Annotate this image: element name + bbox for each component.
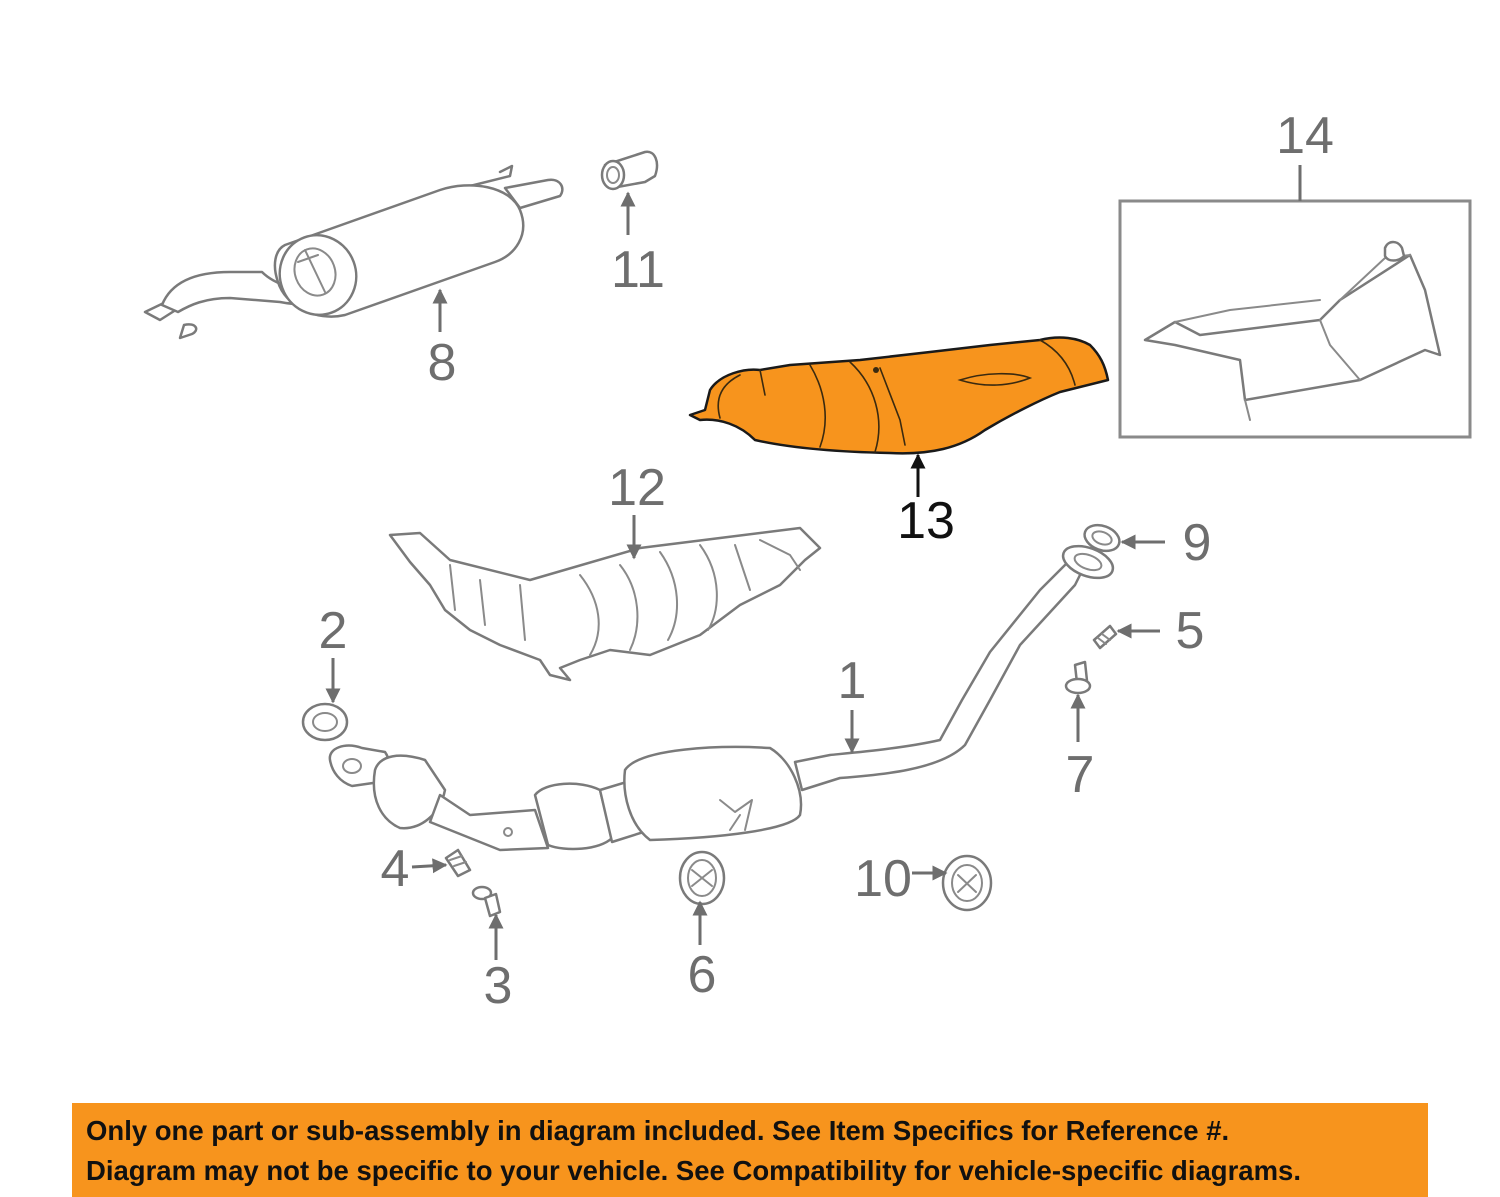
- callout-5: 5: [1176, 602, 1205, 660]
- callout-12: 12: [608, 459, 666, 517]
- sleeve-part-11: [600, 150, 659, 191]
- callout-2: 2: [319, 602, 348, 660]
- callout-6: 6: [688, 946, 717, 1004]
- leader-4: [411, 858, 448, 874]
- callout-14: 14: [1276, 107, 1334, 165]
- manifold-heat-shield-part-12: [388, 526, 822, 682]
- heat-shield-assembly-part-14: [1118, 199, 1472, 439]
- disclaimer-line-2: Diagram may not be specific to your vehi…: [86, 1155, 1301, 1186]
- hanger-part-6: [678, 850, 726, 906]
- gasket-part-2: [301, 702, 349, 742]
- bolt-part-3: [471, 885, 502, 918]
- stud-part-4: [444, 848, 472, 878]
- callout-10: 10: [854, 850, 912, 908]
- callout-1: 1: [838, 652, 867, 710]
- front-pipe-part-1: [328, 544, 1115, 852]
- callout-11: 11: [611, 241, 665, 299]
- callout-8: 8: [428, 334, 457, 392]
- hanger-part-10: [941, 854, 993, 912]
- exhaust-parts-diagram: 1 2 3 4 5 6 7 8 9 10 11 12 13 14: [143, 107, 1472, 1015]
- bolt-part-7: [1064, 660, 1092, 695]
- disclaimer-banner: Only one part or sub-assembly in diagram…: [72, 1103, 1428, 1197]
- part-14-frame: [1118, 199, 1472, 439]
- gasket-part-9: [1083, 523, 1121, 553]
- callout-4: 4: [381, 840, 410, 898]
- callout-9: 9: [1183, 514, 1212, 572]
- disclaimer-line-1: Only one part or sub-assembly in diagram…: [86, 1115, 1230, 1146]
- callout-3: 3: [484, 957, 513, 1015]
- leader-lines: [325, 165, 1302, 960]
- highlighted-heat-shield-part-13: [688, 336, 1110, 455]
- callout-13: 13: [897, 492, 955, 550]
- muffler-part-8: [143, 164, 564, 340]
- callout-7: 7: [1066, 746, 1095, 804]
- stud-part-5: [1092, 624, 1118, 650]
- callout-numbers: 1 2 3 4 5 6 7 8 9 10 11 12 13 14: [319, 107, 1334, 1015]
